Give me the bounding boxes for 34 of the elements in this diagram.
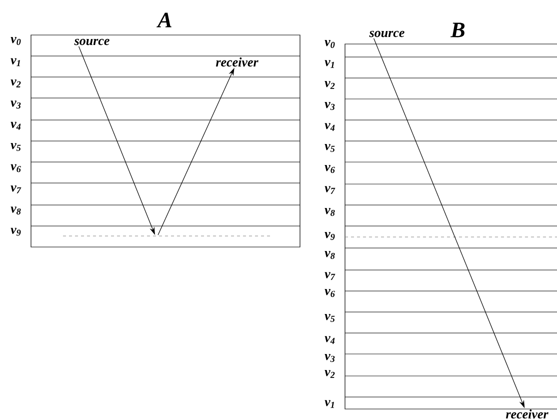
layer-velocity-label: v$_{6}$: [324, 165, 335, 173]
layer-velocity-label: v$_{9}$: [324, 232, 335, 240]
panel-title: A: [156, 12, 172, 28]
layer-velocity-label: v$_{2}$: [324, 81, 335, 89]
layer-velocity-label: v$_{4}$: [324, 123, 335, 131]
layer-velocity-label: v$_{5}$: [324, 314, 335, 322]
layer-velocity-label: v$_{6}$: [10, 164, 21, 172]
layer-velocity-label: v$_{0}$: [10, 37, 21, 45]
layer-velocity-label: v$_{8}$: [324, 208, 335, 216]
layer-velocity-label: v$_{8}$: [10, 206, 21, 215]
layer-velocity-label: v$_{7}$: [324, 272, 336, 280]
layer-velocity-label: v$_{5}$: [10, 143, 21, 151]
layer-velocity-label: v$_{2}$: [10, 79, 21, 88]
point-label: receiver: [216, 57, 258, 67]
layer-velocity-label: v$_{6}$: [324, 289, 335, 297]
layer-velocity-label: v$_{1}$: [324, 60, 334, 68]
layer-velocity-label: v$_{7}$: [324, 186, 336, 194]
point-label: receiver: [506, 409, 548, 419]
layer-velocity-label: v$_{9}$: [10, 228, 21, 236]
point-label: source: [74, 38, 110, 46]
layer-velocity-label: v$_{8}$: [324, 251, 335, 259]
layer-velocity-label: v$_{7}$: [10, 186, 22, 194]
layer-velocity-label: v$_{1}$: [10, 58, 20, 66]
layer-velocity-label: v$_{0}$: [324, 40, 335, 48]
layer-velocity-label: v$_{1}$: [324, 400, 334, 408]
layer-velocity-label: v$_{3}$: [324, 102, 335, 110]
panel-title: B: [450, 22, 465, 38]
point-label: source: [369, 30, 404, 38]
layer-velocity-label: v$_{3}$: [324, 354, 335, 362]
layer-velocity-label: v$_{4}$: [324, 336, 335, 344]
layer-velocity-label: v$_{2}$: [324, 370, 335, 378]
layer-velocity-label: v$_{5}$: [324, 144, 335, 152]
layer-velocity-label: v$_{3}$: [10, 100, 21, 109]
layer-velocity-label: v$_{4}$: [10, 122, 21, 130]
